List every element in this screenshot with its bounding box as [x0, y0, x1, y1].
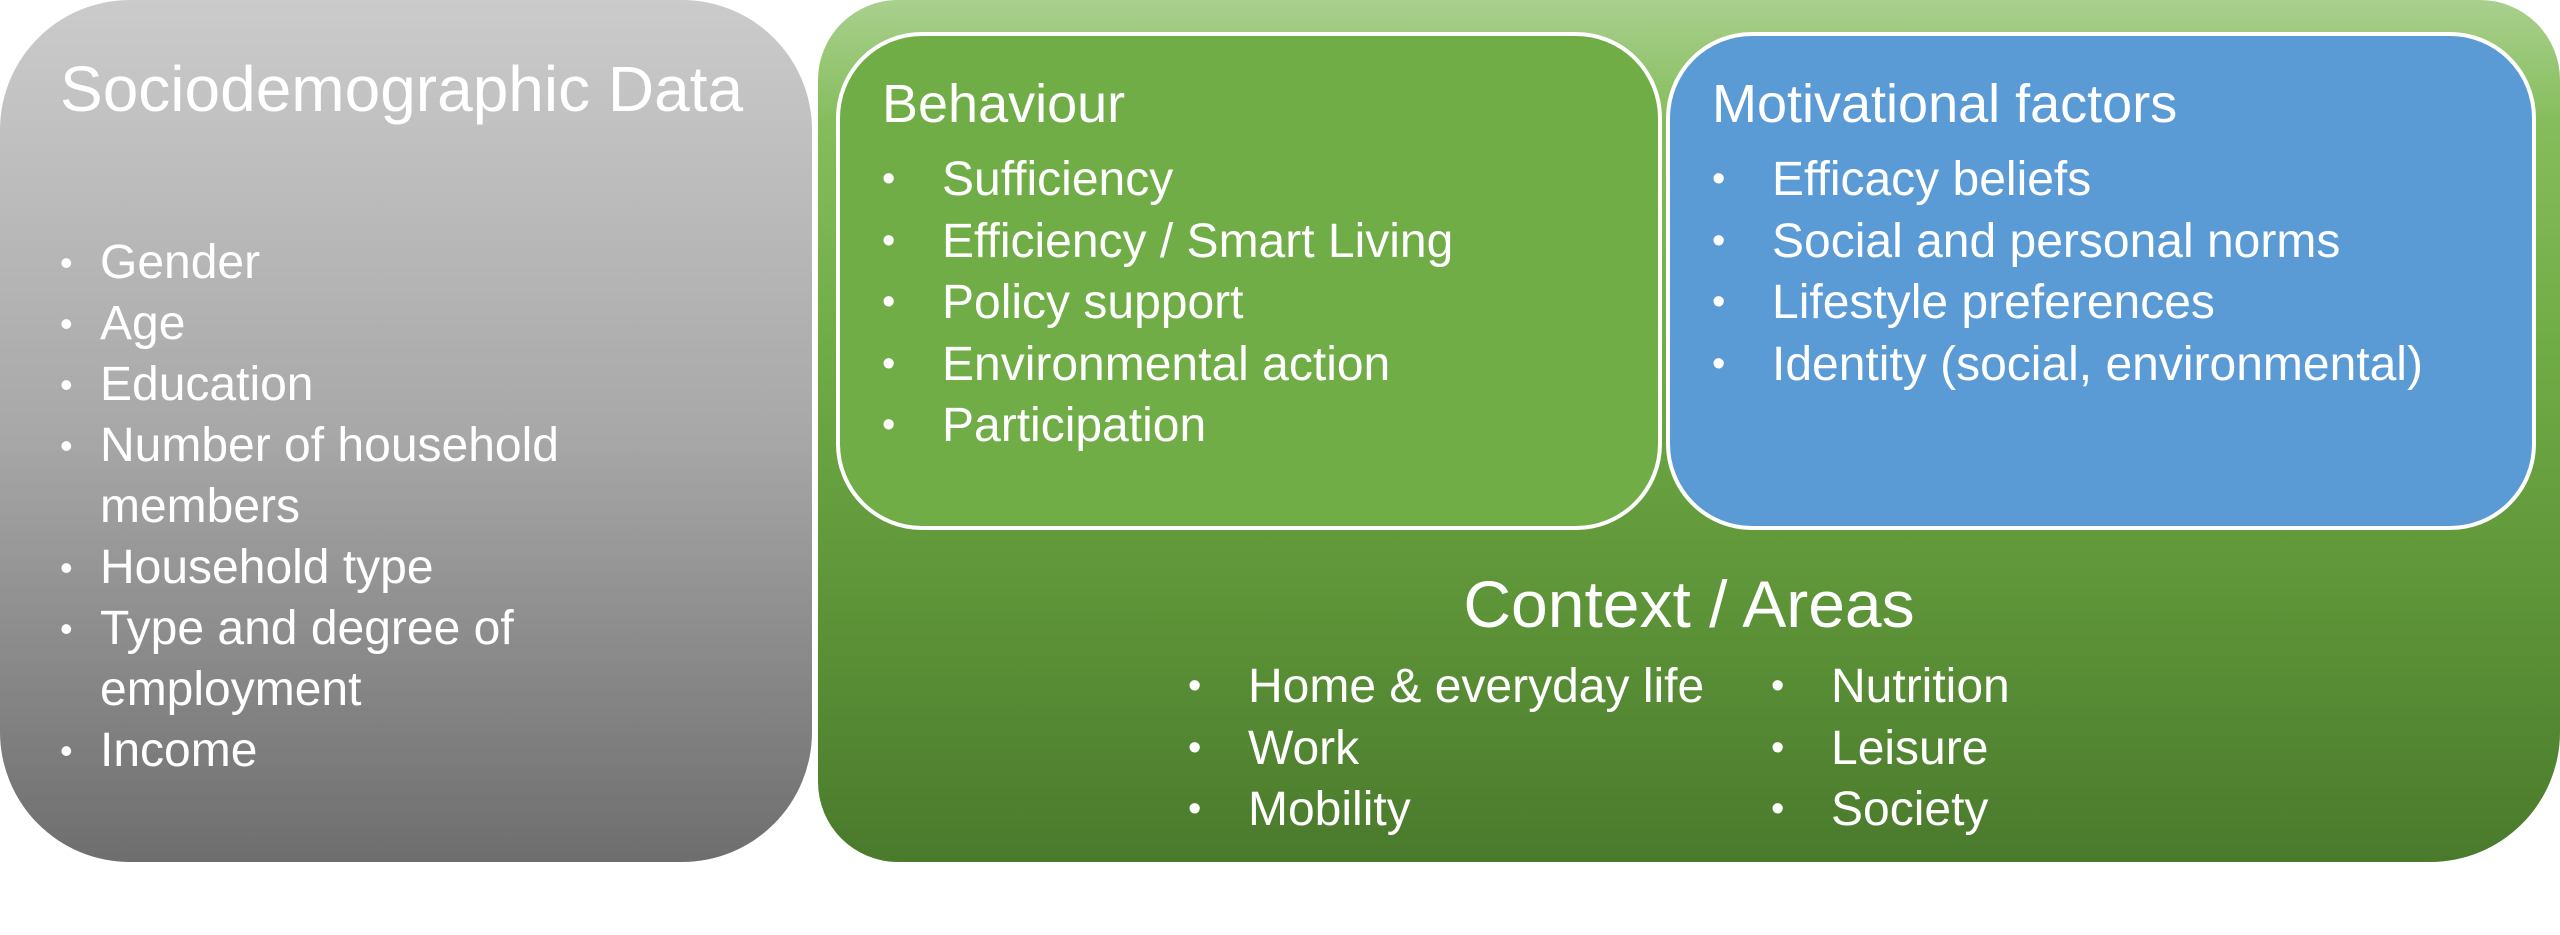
behaviour-box: Behaviour Sufficiency Efficiency / Smart… — [836, 32, 1662, 530]
list-item-environmental-action: Environmental action — [882, 334, 1453, 396]
context-areas-list-left: Home & everyday life Work Mobility — [1188, 656, 1704, 841]
list-item-income: Income — [60, 720, 660, 781]
context-areas-title: Context / Areas — [1463, 567, 1915, 641]
list-item-household-members: Number of household members — [60, 415, 660, 537]
list-item-society: Society — [1771, 779, 2010, 841]
list-item-efficiency: Efficiency / Smart Living — [882, 211, 1453, 273]
list-item-education: Education — [60, 354, 660, 415]
list-item-norms: Social and personal norms — [1712, 211, 2423, 273]
list-item-home: Home & everyday life — [1188, 656, 1704, 718]
list-item-leisure: Leisure — [1771, 718, 2010, 780]
motivational-factors-title: Motivational factors — [1712, 74, 2178, 134]
behaviour-title: Behaviour — [882, 74, 1126, 134]
list-item-employment: Type and degree of employment — [60, 598, 660, 720]
list-item-identity: Identity (social, environmental) — [1712, 334, 2423, 396]
list-item-participation: Participation — [882, 395, 1453, 457]
list-item-age: Age — [60, 293, 660, 354]
sociodemographic-list: Gender Age Education Number of household… — [60, 232, 660, 781]
motivational-factors-list: Efficacy beliefs Social and personal nor… — [1712, 149, 2423, 395]
list-item-work: Work — [1188, 718, 1704, 780]
sociodemographic-box: Sociodemographic Data Gender Age Educati… — [0, 0, 812, 862]
behaviour-list: Sufficiency Efficiency / Smart Living Po… — [882, 149, 1453, 457]
list-item-mobility: Mobility — [1188, 779, 1704, 841]
list-item-policy-support: Policy support — [882, 272, 1453, 334]
context-areas-list-right: Nutrition Leisure Society — [1771, 656, 2010, 841]
list-item-efficacy-beliefs: Efficacy beliefs — [1712, 149, 2423, 211]
list-item-nutrition: Nutrition — [1771, 656, 2010, 718]
list-item-household-type: Household type — [60, 537, 660, 598]
sociodemographic-title: Sociodemographic Data — [60, 53, 744, 125]
context-areas-box: Behaviour Sufficiency Efficiency / Smart… — [818, 0, 2560, 862]
motivational-factors-box: Motivational factors Efficacy beliefs So… — [1666, 32, 2536, 530]
list-item-lifestyle: Lifestyle preferences — [1712, 272, 2423, 334]
list-item-gender: Gender — [60, 232, 660, 293]
list-item-sufficiency: Sufficiency — [882, 149, 1453, 211]
